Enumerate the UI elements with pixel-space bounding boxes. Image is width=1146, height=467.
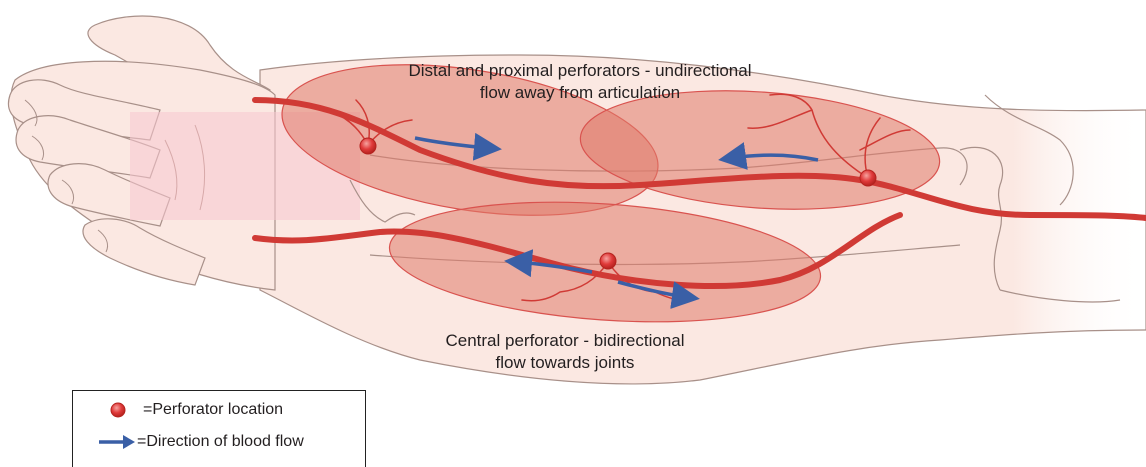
perforator-distal [360,138,376,154]
legend: =Perforator location =Direction of blood… [72,390,366,467]
bottom-caption: Central perforator - bidirectional flow … [380,330,750,374]
legend-row-flow: =Direction of blood flow [97,431,304,453]
red-dot-icon [103,399,143,421]
top-caption: Distal and proximal perforators - undire… [330,60,830,104]
legend-flow-label: =Direction of blood flow [137,433,304,451]
bottom-caption-line-2: flow towards joints [380,352,750,374]
top-caption-line-1: Distal and proximal perforators - undire… [330,60,830,82]
legend-perforator-label: =Perforator location [143,401,283,419]
bottom-caption-line-1: Central perforator - bidirectional [380,330,750,352]
blue-arrow-icon [97,431,137,453]
top-caption-line-2: flow away from articulation [330,82,830,104]
perforator-proximal [860,170,876,186]
legend-row-perforator: =Perforator location [103,399,283,421]
perforator-central [600,253,616,269]
